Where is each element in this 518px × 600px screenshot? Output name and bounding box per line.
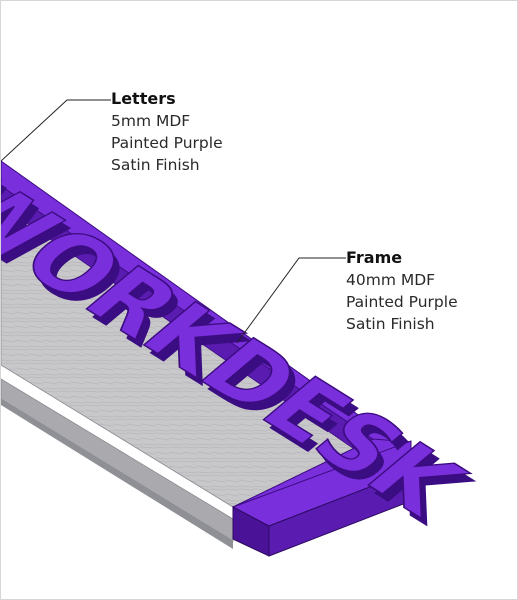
letters-callout-line: Painted Purple	[111, 134, 223, 152]
letters-callout: Letters 5mm MDF Painted Purple Satin Fin…	[111, 88, 223, 176]
frame-callout-title: Frame	[346, 248, 403, 267]
frame-callout-line: Satin Finish	[346, 315, 435, 333]
letters-callout-title: Letters	[111, 89, 176, 108]
frame-callout-line: Painted Purple	[346, 293, 458, 311]
letters-callout-line: 5mm MDF	[111, 112, 191, 130]
panel-edge-shadow	[1, 399, 233, 549]
letters-leader-line	[1, 99, 111, 162]
frame-leader-line	[236, 257, 346, 344]
frame-callout: Frame 40mm MDF Painted Purple Satin Fini…	[346, 247, 458, 335]
letters-callout-line: Satin Finish	[111, 156, 200, 174]
frame-callout-line: 40mm MDF	[346, 271, 436, 289]
frame-end-right	[268, 470, 412, 557]
